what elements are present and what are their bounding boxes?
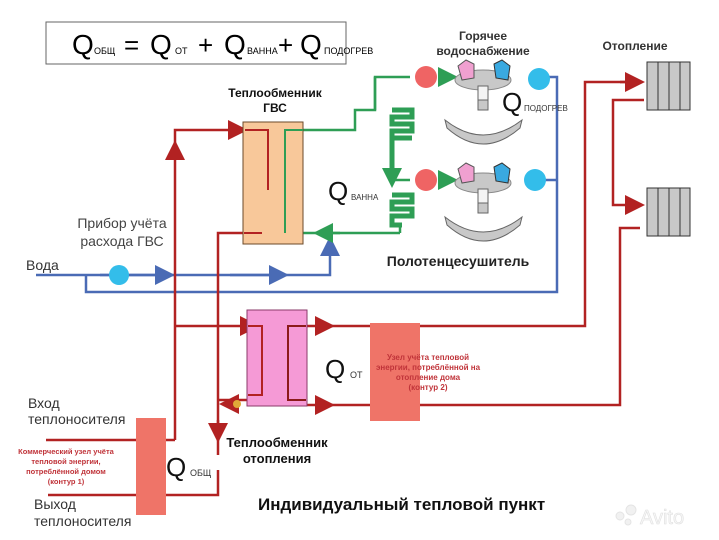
heating-label: Отопление	[602, 39, 667, 53]
coolant-out-label-2: теплоносителя	[34, 513, 131, 529]
q-preheat-sub: ПОДОГРЕВ	[524, 104, 568, 113]
diagram-title: Индивидуальный тепловой пункт	[258, 495, 545, 514]
faucet-2	[444, 162, 523, 242]
heating-meter-node	[370, 323, 420, 421]
hot-sensor-1	[415, 66, 437, 88]
formula-box: Q ОБЩ = Q ОТ + Q ВАННА + Q ПОДОГРЕВ	[45, 21, 373, 65]
cold-sensor-2	[524, 169, 546, 191]
heating-node-text-2: энергии, потреблённой на	[376, 363, 481, 372]
dhw-exchanger-label-2: ГВС	[263, 101, 287, 115]
commercial-node-text-1: Коммерческий узел учёта	[18, 447, 114, 456]
dhw-heat-exchanger	[242, 121, 304, 245]
formula-plus-2: +	[278, 30, 293, 60]
formula-q-preheat-sub: ПОДОГРЕВ	[324, 46, 373, 56]
radiator-2	[646, 187, 691, 237]
coolant-out-label-1: Выход	[34, 496, 76, 512]
valve-dot	[233, 400, 241, 408]
avito-watermark-text: Avito	[640, 507, 684, 529]
heating-exchanger-internal	[248, 325, 306, 401]
water-label: Вода	[26, 257, 59, 273]
heating-heat-exchanger	[246, 309, 308, 407]
formula-q-total-sub: ОБЩ	[94, 46, 116, 56]
towel-dryer-coils	[382, 107, 415, 228]
formula-q-bath-sub: ВАННА	[247, 46, 278, 56]
hot-water-label-2: водоснабжение	[436, 44, 530, 58]
q-total-sub: ОБЩ	[190, 468, 212, 478]
commercial-meter-node	[136, 418, 166, 515]
commercial-node-text-2: тепловой энергии,	[31, 457, 100, 466]
dhw-exchanger-internal	[244, 129, 303, 234]
q-bath: Q	[328, 176, 348, 206]
heating-exchanger-label-1: Теплообменник	[226, 435, 328, 450]
hot-water-label-1: Горячее	[459, 29, 507, 43]
formula-q-heat: Q	[150, 29, 172, 60]
formula-q-heat-sub: ОТ	[175, 46, 188, 56]
formula-q-total: Q	[72, 29, 94, 60]
formula-q-preheat: Q	[300, 29, 322, 60]
radiator-1	[646, 61, 691, 111]
heating-node-text-3: отопление дома	[396, 373, 461, 382]
formula-q-bath: Q	[224, 29, 246, 60]
formula-equals: =	[124, 30, 139, 60]
q-heat: Q	[325, 354, 345, 384]
dhw-meter-label-1: Прибор учёта	[77, 215, 166, 231]
heating-exchanger-label-2: отопления	[243, 451, 311, 466]
hot-water-pipes	[276, 67, 458, 243]
heating-node-text-1: Узел учёта тепловой	[387, 353, 469, 362]
commercial-node-text-4: (контур 1)	[48, 477, 85, 486]
cold-sensor-1	[528, 68, 550, 90]
q-total: Q	[166, 452, 186, 482]
avito-watermark: Avito	[615, 504, 684, 529]
hot-sensor-2	[415, 169, 437, 191]
faucet-1	[444, 59, 523, 145]
q-heat-sub: ОТ	[350, 370, 363, 380]
heating-pipes	[46, 72, 645, 497]
coolant-in-label-1: Вход	[28, 395, 60, 411]
q-bath-sub: ВАННА	[351, 193, 379, 202]
commercial-node-text-3: потреблённой домом	[26, 467, 106, 476]
heating-node-text-4: (контур 2)	[409, 383, 448, 392]
q-preheat: Q	[502, 87, 522, 117]
towel-dryer-label: Полотенцесушитель	[387, 253, 530, 269]
dhw-meter-label-2: расхода ГВС	[80, 233, 163, 249]
formula-plus-1: +	[198, 30, 213, 60]
dhw-flow-meter	[109, 265, 129, 285]
coolant-in-label-2: теплоносителя	[28, 411, 125, 427]
dhw-exchanger-label-1: Теплообменник	[228, 86, 322, 100]
